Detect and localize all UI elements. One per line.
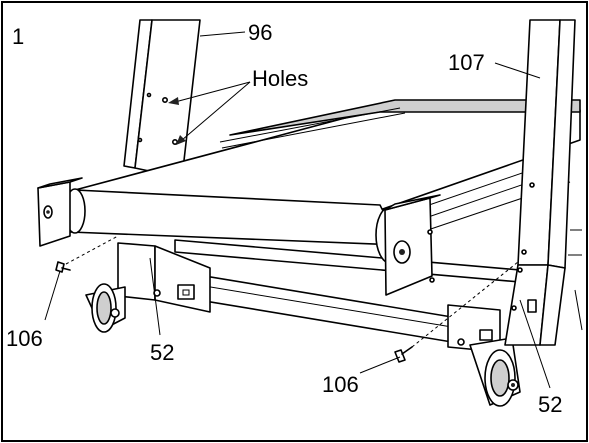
walking-deck (37, 99, 581, 296)
right-upright-107 (504, 19, 583, 346)
bolt-106-left (55, 235, 119, 273)
part-label-106-right: 106 (322, 372, 359, 397)
part-label-96: 96 (248, 20, 272, 45)
part-label-52-left: 52 (150, 340, 174, 365)
part-label-106-left: 106 (6, 326, 43, 351)
left-wheel (85, 283, 126, 333)
bolt-106-right (394, 261, 519, 363)
leader-lines (44, 31, 551, 389)
step-number: 1 (12, 24, 24, 49)
part-label-107: 107 (448, 50, 485, 75)
holes-label: Holes (252, 66, 308, 91)
base-frame (117, 239, 521, 353)
part-label-52-right: 52 (538, 392, 562, 417)
right-wheel (469, 337, 521, 407)
